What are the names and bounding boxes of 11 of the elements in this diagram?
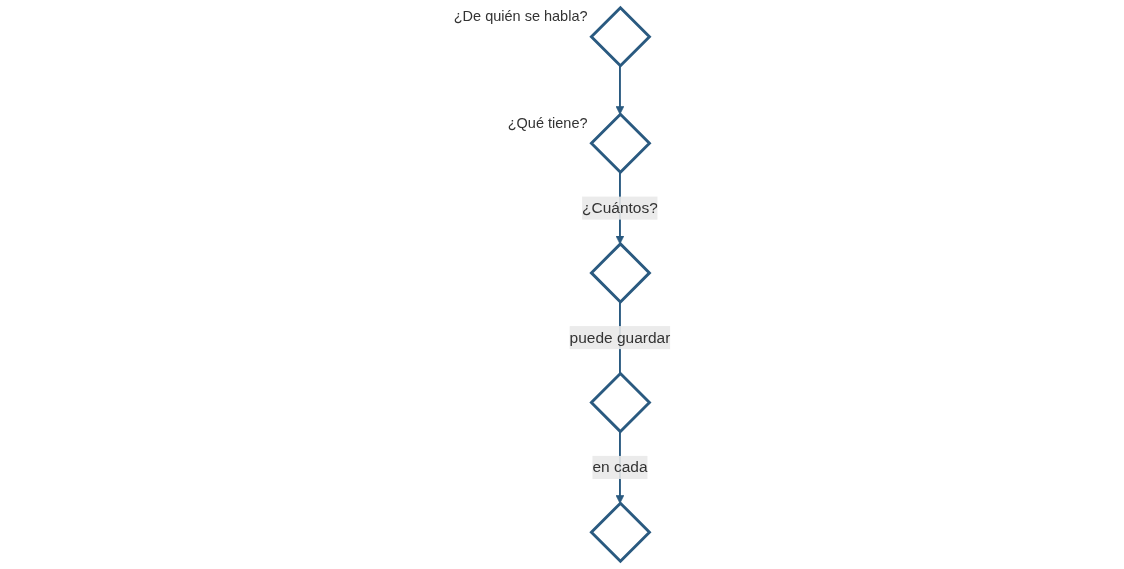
edge-label: puede guardar <box>569 329 671 346</box>
node-caption: ¿Qué tiene? <box>507 114 588 131</box>
node-diamond <box>589 241 652 304</box>
edge-label: ¿Cuántos? <box>582 199 658 216</box>
node-diamond <box>589 5 652 68</box>
node-diamond <box>589 112 652 175</box>
node-diamond <box>589 501 652 564</box>
arrow <box>615 64 625 115</box>
node-caption: ¿De quién se habla? <box>453 8 588 25</box>
edge-label: en cada <box>592 458 648 476</box>
node-diamond <box>589 371 652 434</box>
